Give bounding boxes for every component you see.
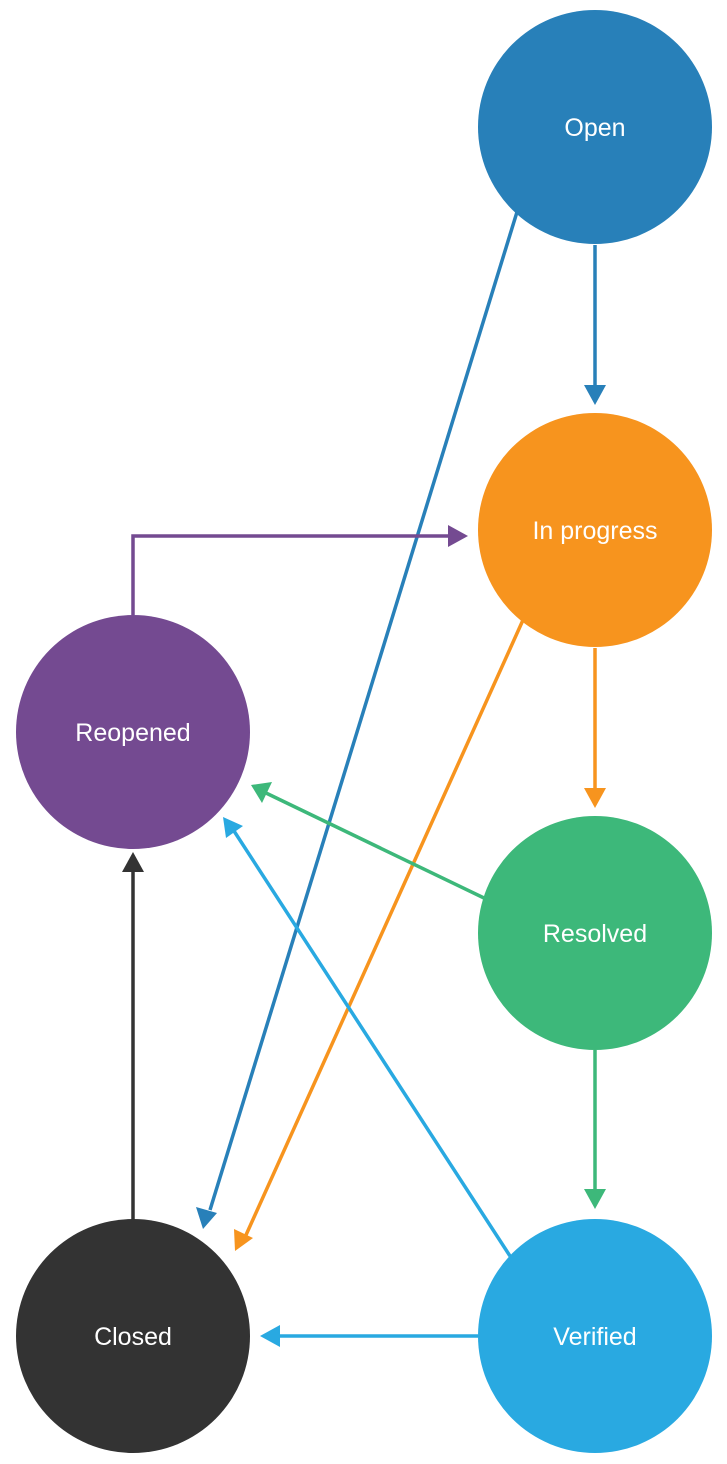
arrowhead-resolved-to-verified xyxy=(584,1189,606,1209)
arrowhead-verified-to-closed xyxy=(260,1325,280,1347)
arrowhead-closed-to-reopened xyxy=(122,852,144,872)
node-closed-label: Closed xyxy=(94,1323,172,1351)
arrowhead-reopened-to-in-progress xyxy=(448,525,468,547)
edge-resolved-to-reopened xyxy=(265,791,485,900)
node-closed-circle xyxy=(16,1219,250,1453)
node-reopened-circle xyxy=(16,615,250,849)
node-verified-label: Verified xyxy=(553,1323,636,1351)
node-verified[interactable]: Verified xyxy=(478,1219,712,1453)
node-reopened[interactable]: Reopened xyxy=(16,615,250,849)
arrowhead-in-progress-to-resolved xyxy=(584,788,606,808)
node-closed[interactable]: Closed xyxy=(16,1219,250,1453)
node-in-progress-label: In progress xyxy=(532,517,657,545)
edge-in-progress-to-closed xyxy=(244,619,525,1236)
node-open-circle xyxy=(478,10,712,244)
nodes: Open In progress Reopened Resolved Close… xyxy=(16,10,712,1453)
arrowhead-resolved-to-reopened xyxy=(251,782,272,803)
node-open[interactable]: Open xyxy=(478,10,712,244)
edges xyxy=(122,211,606,1347)
node-reopened-label: Reopened xyxy=(75,719,190,747)
arrowhead-verified-to-reopened xyxy=(223,817,243,838)
node-resolved[interactable]: Resolved xyxy=(478,816,712,1050)
node-in-progress-circle xyxy=(478,413,712,647)
node-in-progress[interactable]: In progress xyxy=(478,413,712,647)
node-verified-circle xyxy=(478,1219,712,1453)
node-open-label: Open xyxy=(564,114,625,142)
arrowhead-open-to-closed xyxy=(196,1207,217,1229)
node-resolved-circle xyxy=(478,816,712,1050)
arrowhead-open-to-in-progress xyxy=(584,385,606,405)
edge-verified-to-reopened xyxy=(232,830,512,1257)
arrowhead-in-progress-to-closed xyxy=(234,1229,253,1251)
node-resolved-label: Resolved xyxy=(543,920,647,948)
edge-reopened-to-in-progress xyxy=(131,534,450,615)
edge-open-to-closed xyxy=(208,211,519,1211)
